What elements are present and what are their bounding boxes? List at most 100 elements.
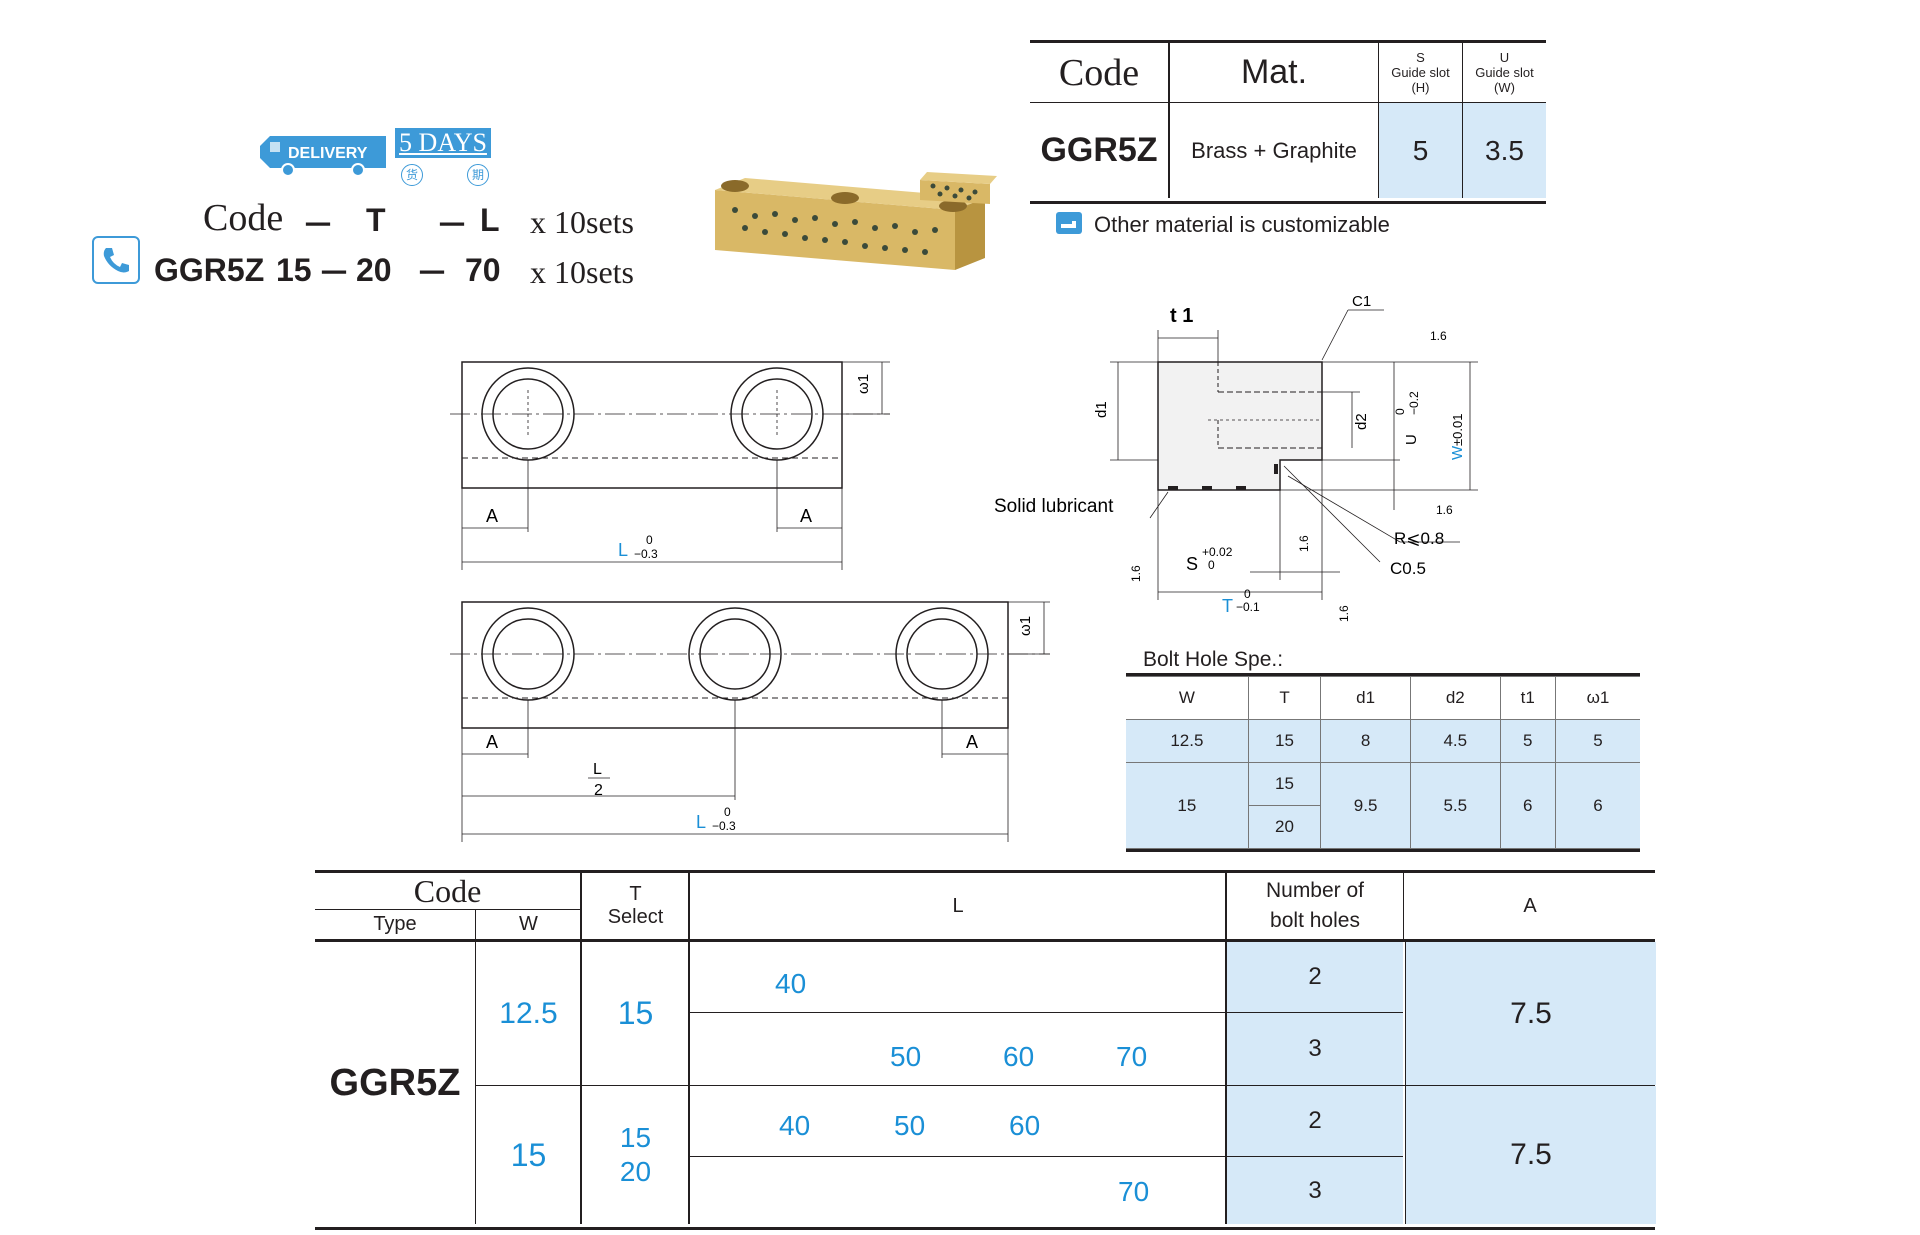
bolt-head-d2: d2: [1409, 676, 1501, 720]
g1-holes-a: 2: [1227, 942, 1403, 1013]
roughness-mark-4: 1.6: [1129, 565, 1143, 582]
g1-l-40: 40: [775, 968, 807, 999]
main-head-select: Select: [607, 906, 664, 928]
bolt-head-w1: ω1: [1554, 676, 1640, 720]
main-hline-group: [475, 1085, 1655, 1086]
material-row-code: GGR5Z: [1030, 103, 1170, 198]
g2-t: 15 20: [583, 1086, 688, 1224]
bottom-half-top: L: [593, 761, 602, 778]
section-solid-lubricant: Solid lubricant: [994, 496, 1114, 517]
material-head-s: S Guide slot (H): [1379, 43, 1463, 103]
example-dash-1: －: [318, 255, 351, 291]
main-head-t: T Select: [583, 873, 688, 939]
top-a-left: A: [486, 506, 498, 526]
code-header-label: Code: [203, 197, 284, 239]
roughness-mark-1: 1.6: [1430, 329, 1447, 343]
main-head-code: Code: [315, 873, 580, 910]
main-head-bolt-2: bolt holes: [1270, 909, 1360, 932]
example-l: 70: [465, 252, 501, 288]
g1-w: 12.5: [499, 996, 558, 1030]
delivery-truck-icon: DELIVERY: [258, 128, 390, 177]
delivery-char-1: 货: [401, 164, 423, 186]
section-u: U: [1403, 434, 1420, 445]
material-note: Other material is customizable: [1094, 212, 1390, 237]
phone-icon[interactable]: [92, 236, 140, 284]
main-head-rule: [315, 939, 1655, 942]
top-l: L: [618, 540, 628, 560]
main-head-bolt: Number of bolt holes: [1227, 873, 1403, 939]
g2-l-60: 60: [1009, 1110, 1041, 1141]
section-d2: d2: [1353, 413, 1370, 430]
bolt-hole-table: W T d1 d2 t1 ω1 12.5 15 8 4.5 5 5 15 15 …: [1126, 673, 1640, 852]
g2-holes-a: 2: [1227, 1086, 1403, 1157]
g1-t: 15: [617, 995, 654, 1031]
material-head-code: Code: [1030, 43, 1170, 103]
bolt-r1-d1: 8: [1320, 719, 1411, 763]
material-row-mat: Brass + Graphite: [1170, 103, 1379, 198]
main-vline-2: [580, 873, 582, 1224]
bottom-l: L: [696, 812, 706, 832]
bolt-head-t: T: [1247, 676, 1322, 720]
bolt-r2-w1: 6: [1554, 762, 1640, 849]
hand-pointer-icon: [1056, 212, 1082, 234]
main-vline-3: [688, 873, 690, 1224]
bolt-r2-t1: 6: [1499, 762, 1556, 849]
main-vline-5: [1403, 873, 1404, 939]
section-u-tol-bot: −0.2: [1407, 391, 1421, 415]
bottom-tol-top: 0: [724, 805, 731, 819]
bolt-r1-t1: 5: [1499, 719, 1556, 763]
section-c05: C0.5: [1390, 559, 1426, 578]
example-qty: x 10sets: [530, 254, 634, 290]
bottom-w1: ω1: [1017, 616, 1034, 636]
g1-a: 7.5: [1405, 942, 1656, 1085]
main-type: GGR5Z: [329, 1061, 461, 1104]
roughness-mark-3: 1.6: [1297, 535, 1311, 552]
bolt-r2-d2: 5.5: [1409, 762, 1501, 849]
main-vline-4: [1225, 873, 1227, 1224]
example-type: GGR5Z: [154, 252, 265, 288]
bolt-r1-w1: 5: [1554, 719, 1640, 763]
bolt-head-w: W: [1126, 676, 1249, 720]
material-table: Code Mat. S Guide slot (H) U Guide slot …: [1030, 40, 1546, 204]
section-s: S: [1186, 554, 1198, 574]
g2-w: 15: [510, 1136, 547, 1173]
section-w: W: [1449, 445, 1466, 460]
bolt-r2-w: 15: [1126, 762, 1249, 849]
section-t-tol-top: 0: [1244, 587, 1251, 601]
code-header-dash-2: －: [436, 207, 469, 243]
top-tol-bot: −0.3: [634, 547, 658, 561]
selection-table: Code Type W T Select L Number of bolt ho…: [315, 870, 1656, 1230]
section-t1: t 1: [1170, 305, 1193, 327]
top-w1: ω1: [855, 374, 872, 394]
example-w: 15: [276, 252, 312, 288]
delivery-label: DELIVERY: [288, 145, 368, 162]
g2-t-15: 15: [619, 1122, 652, 1153]
bolt-head-d1: d1: [1320, 676, 1411, 720]
section-t-tol-bot: −0.1: [1236, 600, 1260, 614]
head-u-letter: U: [1499, 50, 1510, 65]
g1-l-70: 70: [1116, 1041, 1148, 1072]
code-header-qty: x 10sets: [530, 204, 634, 240]
material-head-u: U Guide slot (W): [1463, 43, 1546, 103]
example-dash-2: －: [416, 255, 449, 291]
section-s-tol-top: +0.02: [1202, 545, 1233, 559]
head-s-letter: S: [1416, 50, 1425, 65]
main-head-type: Type: [373, 912, 417, 935]
main-head-l: L: [952, 894, 964, 917]
section-t: T: [1222, 596, 1233, 616]
material-row-u: 3.5: [1463, 103, 1546, 198]
material-row-s: 5: [1379, 103, 1463, 198]
code-header-dash-1: －: [302, 207, 335, 243]
drawing-three-holes: A A L 2 L 0 −0.3 ω1: [450, 601, 1050, 842]
roughness-mark-2: 1.6: [1436, 503, 1453, 517]
bolt-r1-d2: 4.5: [1409, 719, 1501, 763]
section-r: R⩽0.8: [1394, 529, 1444, 548]
drawing-two-holes: A A L 0 −0.3 ω1: [450, 361, 890, 570]
bolt-r2-t-a: 15: [1247, 762, 1322, 806]
head-u-sub: (W): [1494, 80, 1515, 95]
main-hline-sub-2: [690, 1156, 1403, 1157]
section-c1: C1: [1352, 293, 1371, 310]
main-head-bolt-1: Number of: [1265, 879, 1365, 902]
head-s-text: Guide slot: [1391, 65, 1450, 80]
roughness-mark-5: 1.6: [1337, 605, 1351, 622]
